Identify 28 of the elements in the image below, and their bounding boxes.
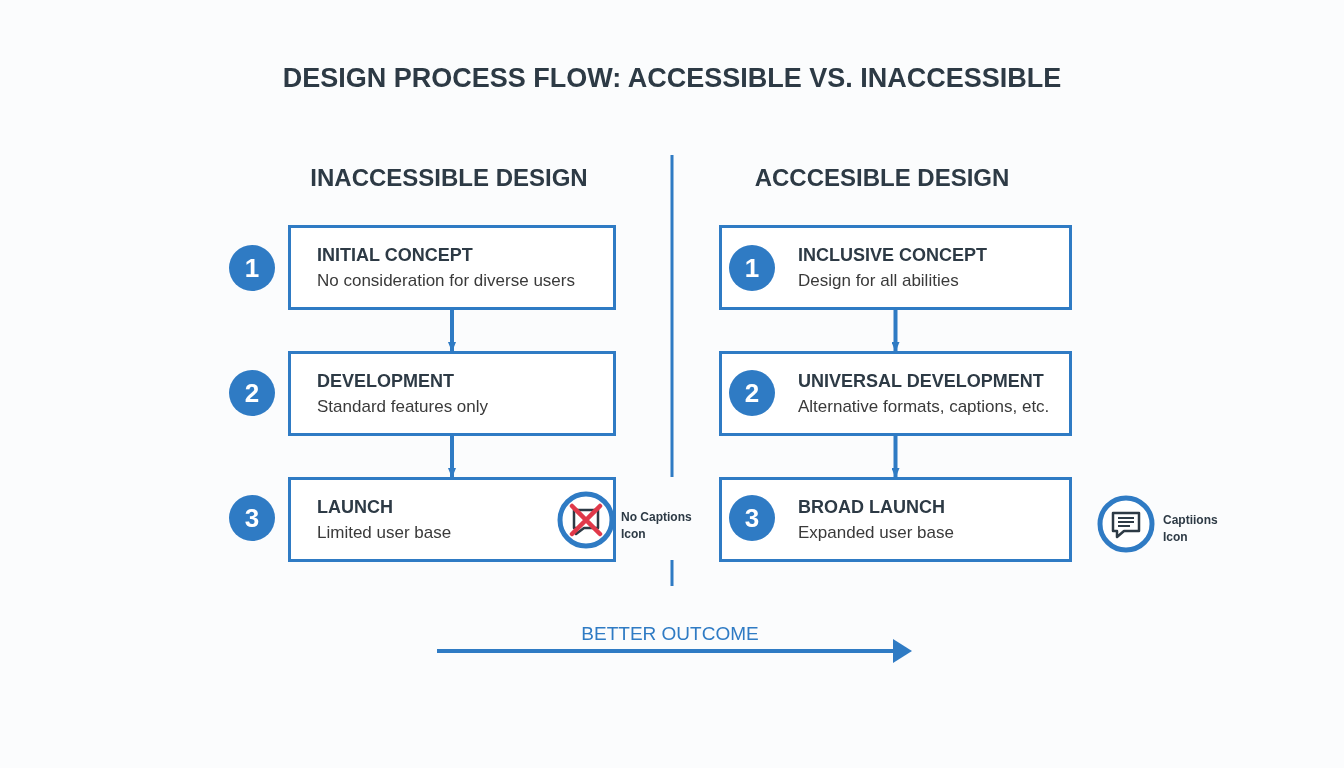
step-description: Alternative formats, captions, etc. [798, 396, 1051, 418]
process-box [719, 225, 1072, 310]
process-box [288, 477, 616, 562]
arrow [891, 310, 900, 352]
step-description: Standard features only [317, 396, 490, 418]
process-box [719, 351, 1072, 436]
step-description: Limited user base [317, 522, 453, 544]
step-heading: INITIAL CONCEPT [317, 243, 474, 267]
icon-caption: No Captions Icon [621, 509, 693, 543]
column-heading: ACCCESIBLE DESIGN [753, 163, 1011, 193]
arrow-label: BETTER OUTCOME [580, 622, 760, 646]
process-box [719, 477, 1072, 562]
column-heading: INACCESSIBLE DESIGN [309, 163, 589, 193]
step-heading: DEVELOPMENT [317, 369, 455, 393]
step-heading: LAUNCH [317, 495, 394, 519]
step-heading: BROAD LAUNCH [798, 495, 946, 519]
step-description: Expanded user base [798, 522, 955, 544]
icon-caption: Captiions Icon [1163, 512, 1219, 546]
step-heading: INCLUSIVE CONCEPT [798, 243, 989, 267]
arrow [891, 436, 900, 478]
arrow [448, 310, 456, 352]
process-box [288, 351, 616, 436]
diagram-title: DESIGN PROCESS FLOW: ACCESSIBLE VS. INACCESSIBLE [281, 62, 1063, 95]
step-description: Design for all abilities [798, 270, 960, 292]
arrow [448, 436, 456, 478]
step-description: No consideration for diverse users [317, 270, 576, 292]
process-box [288, 225, 616, 310]
step-heading: UNIVERSAL DEVELOPMENT [798, 369, 1045, 393]
